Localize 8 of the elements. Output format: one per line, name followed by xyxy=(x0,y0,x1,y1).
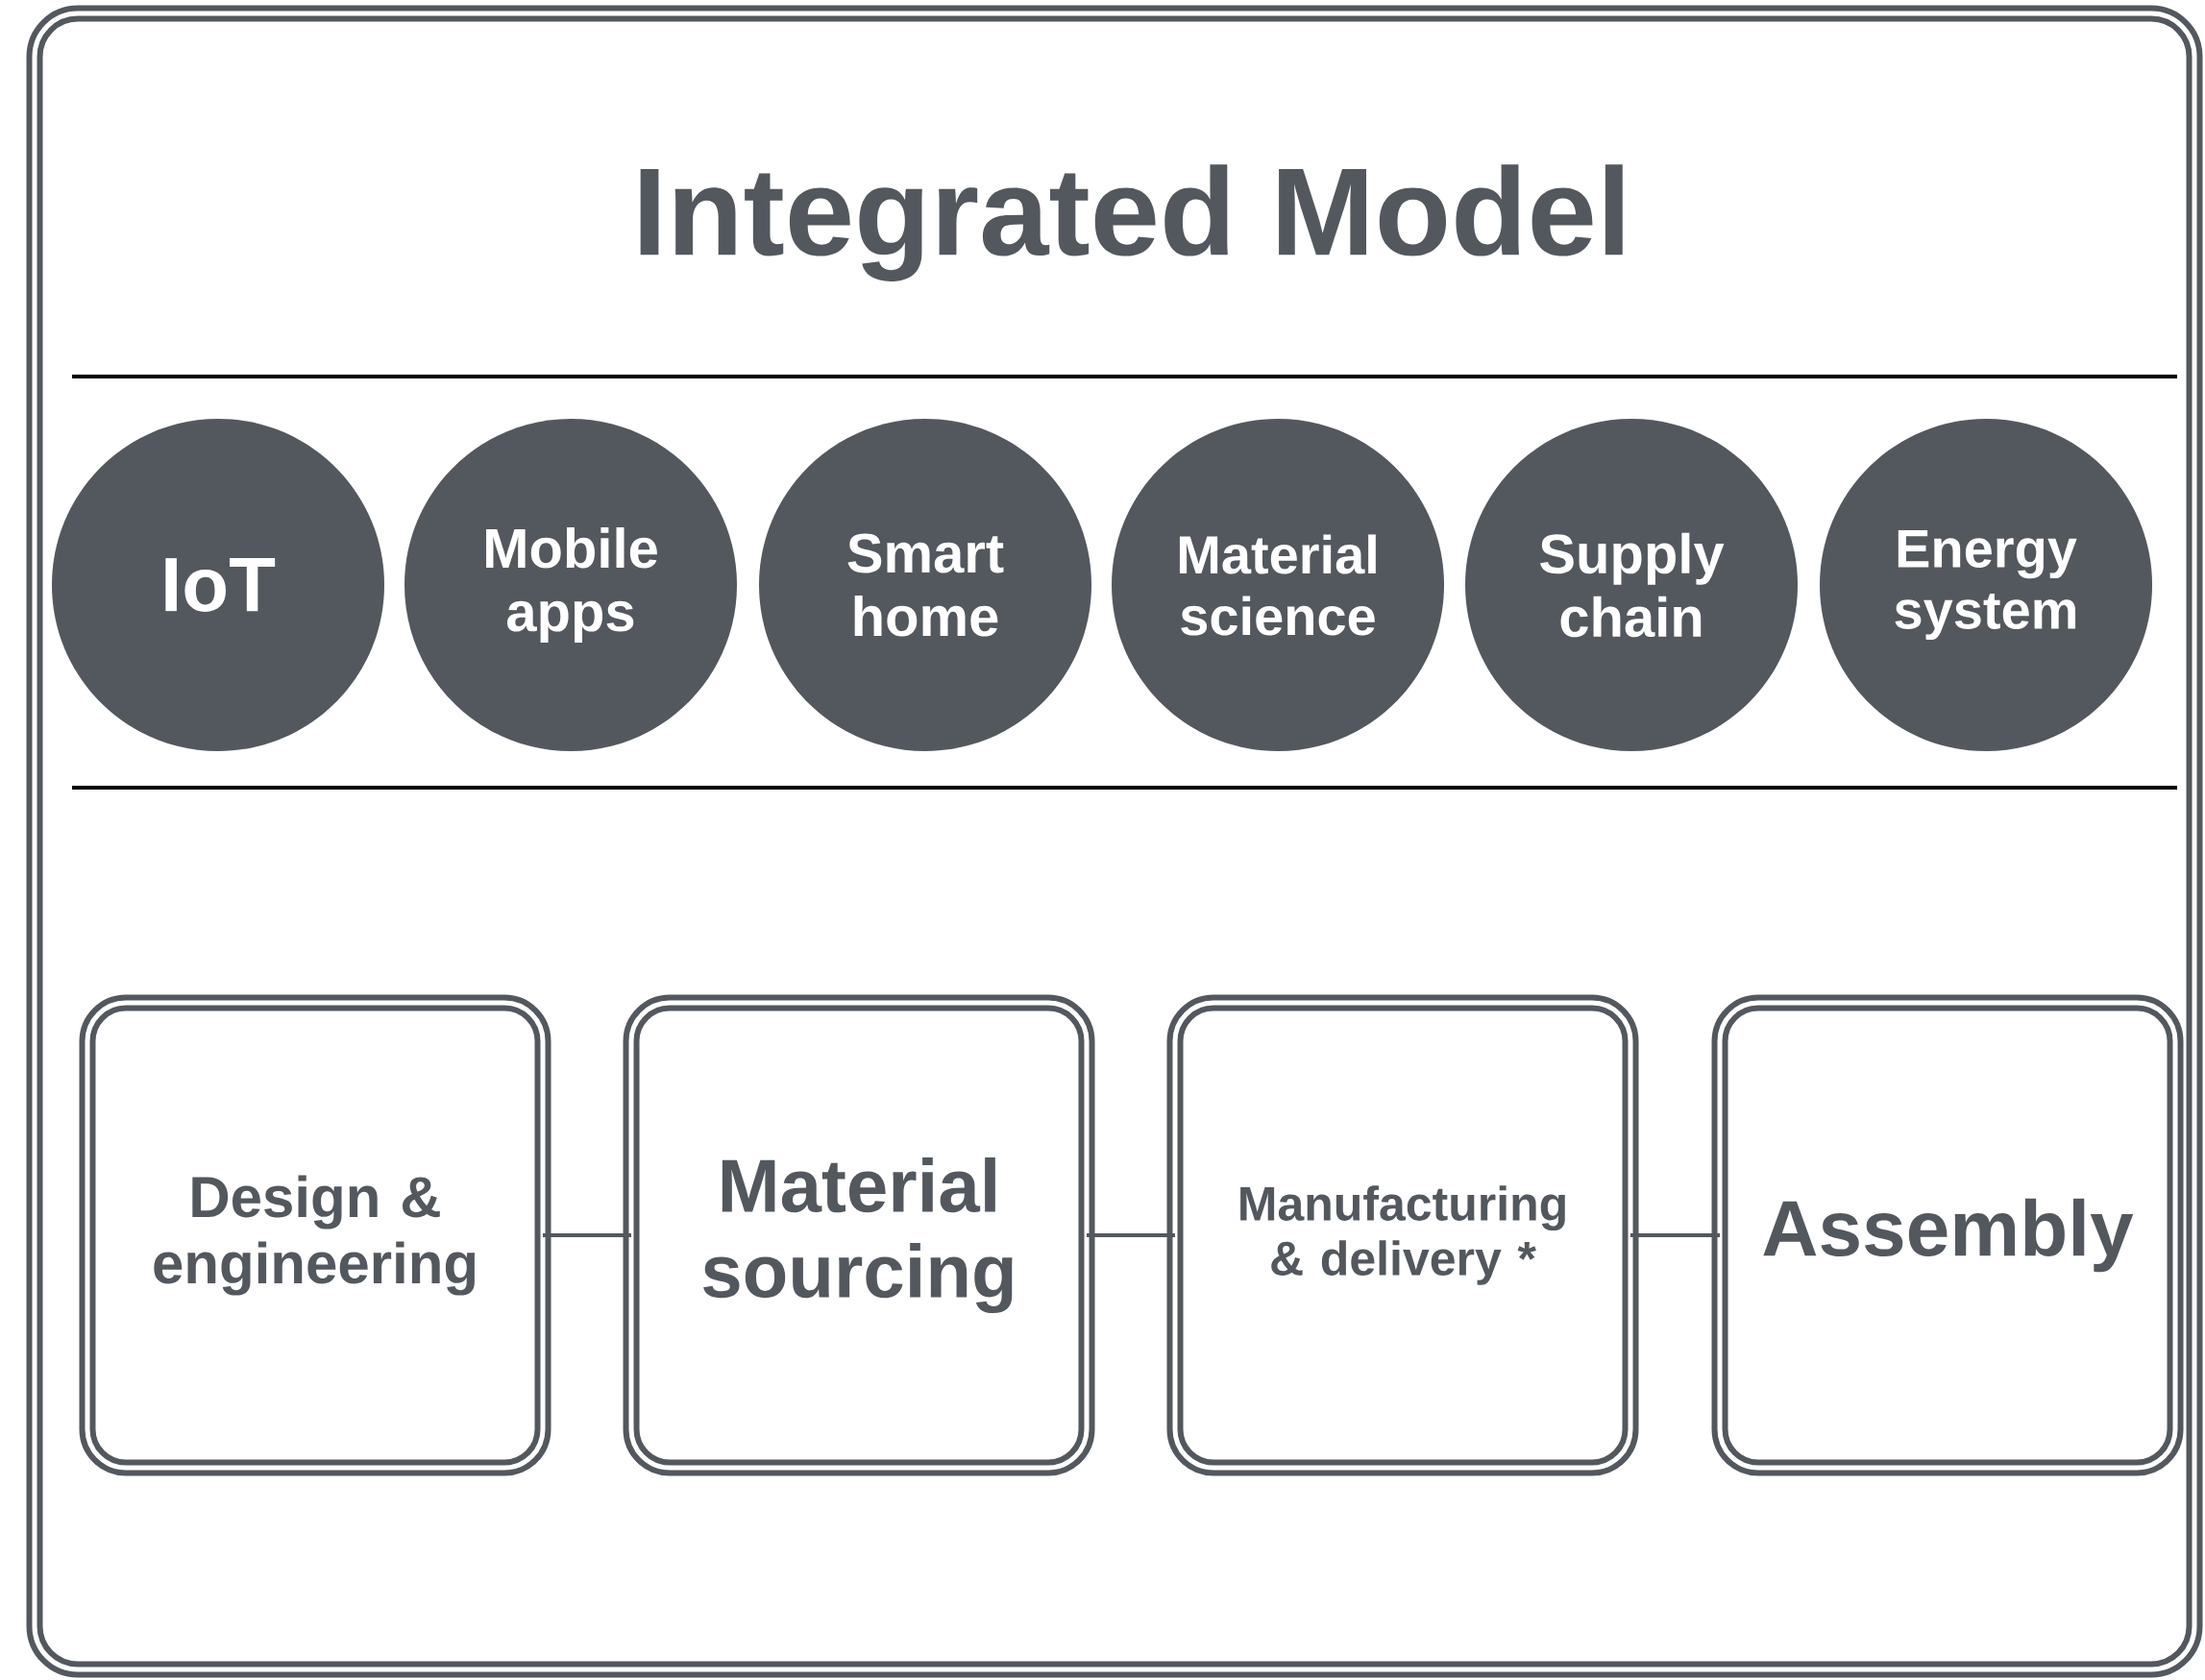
process-box: Design & engineering xyxy=(79,994,551,1476)
process-box: Material sourcing xyxy=(623,994,1095,1476)
process-box: Manufacturing & delivery * xyxy=(1166,994,1639,1476)
process-box: Assembly xyxy=(1711,994,2184,1476)
title: Integrated Model xyxy=(640,164,1623,281)
connector-bar xyxy=(1087,1233,1175,1237)
connector-bar xyxy=(1630,1233,1720,1237)
connector-bar xyxy=(543,1233,631,1237)
